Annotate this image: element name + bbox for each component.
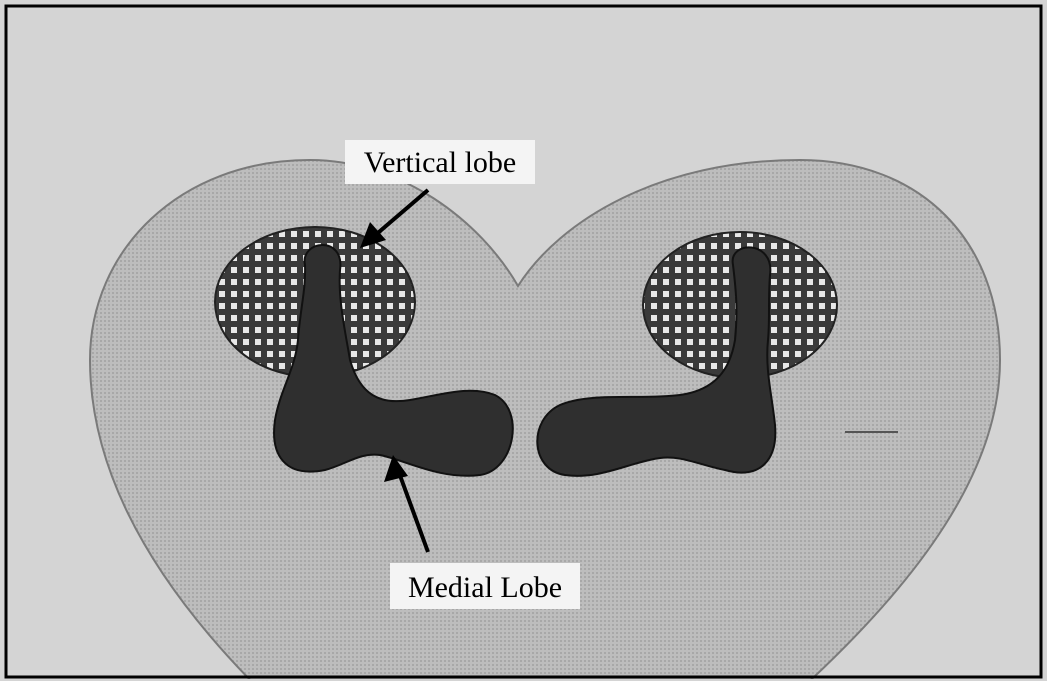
vertical-lobe-label: Vertical lobe bbox=[364, 146, 516, 179]
medial-lobe-label: Medial Lobe bbox=[408, 571, 562, 604]
